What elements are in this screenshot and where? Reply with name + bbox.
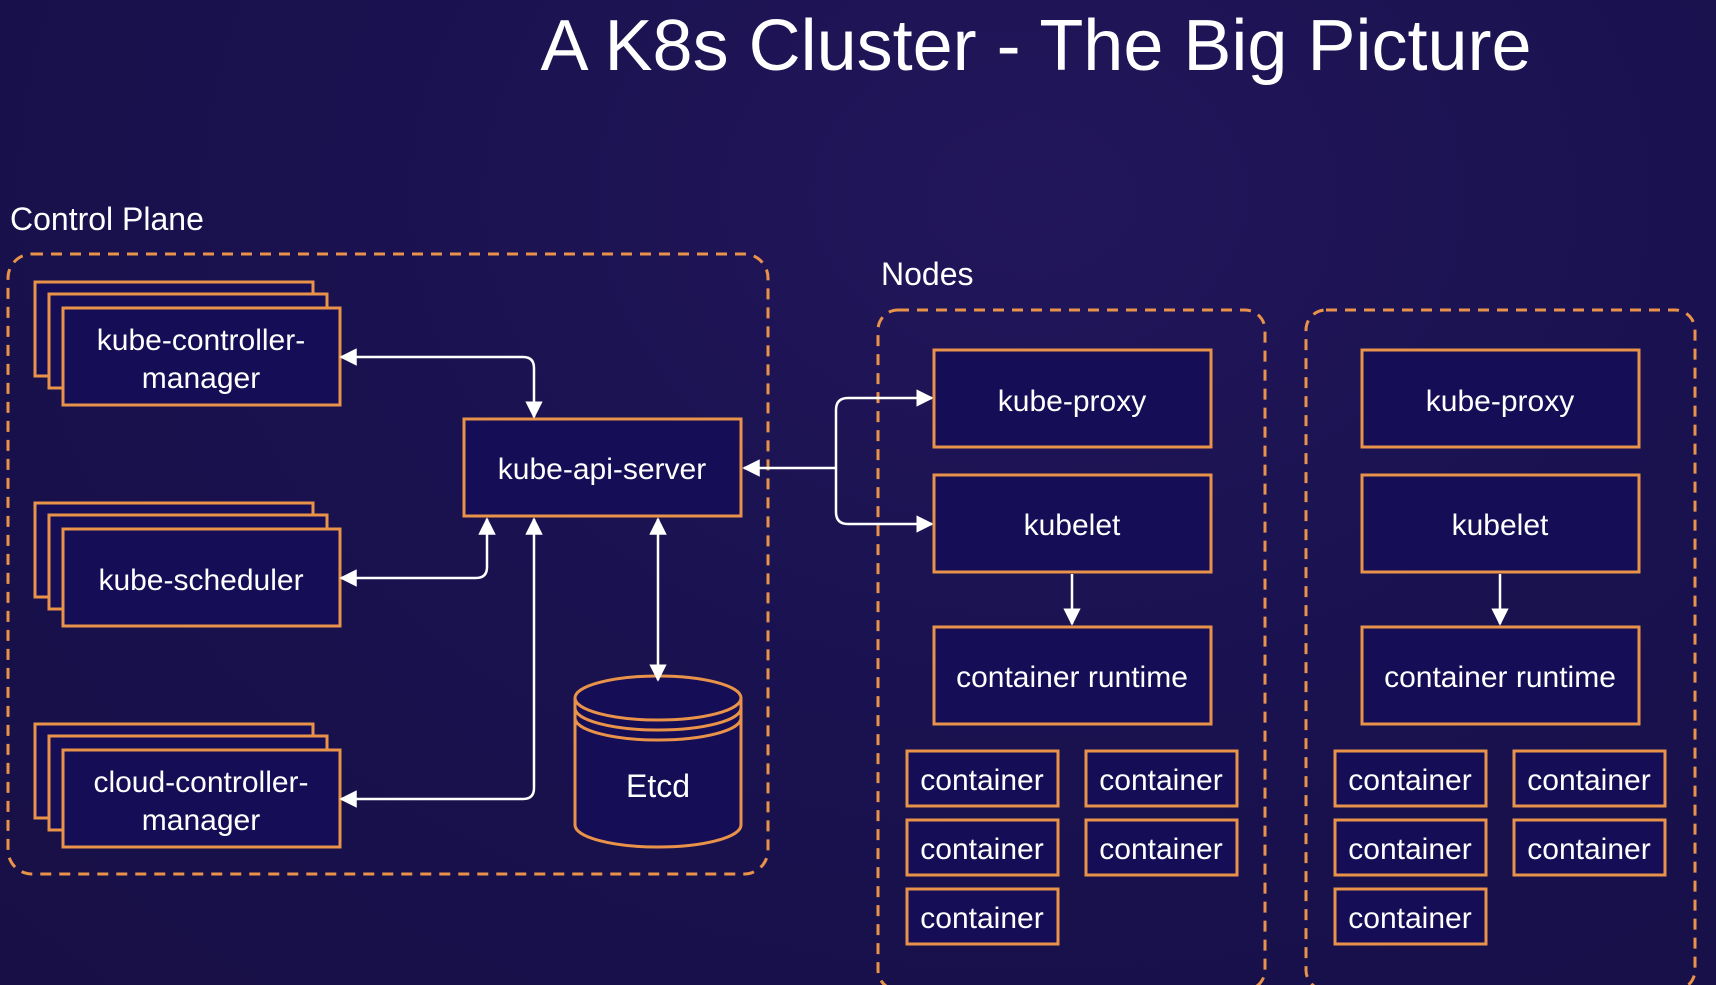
- nodes-label: Nodes: [881, 256, 974, 292]
- node-2-kubelet-label: kubelet: [1452, 509, 1549, 542]
- node-1-kube-proxy-label: kube-proxy: [998, 385, 1146, 418]
- kube-controller-manager-label-line1: kube-controller-: [97, 324, 305, 357]
- node-1-kubelet-box[interactable]: kubelet: [932, 473, 1213, 574]
- node-2-container-3[interactable]: container: [1333, 818, 1488, 877]
- kube-api-server-box[interactable]: kube-api-server: [462, 417, 743, 518]
- node-1-container-2-label: container: [1099, 764, 1222, 797]
- cloud-controller-manager-box[interactable]: cloud-controller- manager: [33, 722, 342, 849]
- node-1-container-2[interactable]: container: [1084, 749, 1239, 808]
- node-2-container-2[interactable]: container: [1512, 749, 1667, 808]
- node-region-2: [1304, 308, 1697, 985]
- node-2-kube-proxy-box[interactable]: kube-proxy: [1360, 348, 1641, 449]
- kube-scheduler-box[interactable]: kube-scheduler: [33, 501, 342, 628]
- node-2-container-5-label: container: [1348, 902, 1471, 935]
- api-to-node-arrows: [742, 389, 934, 533]
- node-2-container-3-label: container: [1348, 833, 1471, 866]
- control-plane-arrows: [339, 348, 667, 808]
- node-2-container-1-label: container: [1348, 764, 1471, 797]
- node-2-kube-proxy-label: kube-proxy: [1426, 385, 1574, 418]
- node-1-container-1-label: container: [920, 764, 1043, 797]
- arrow-scheduler-api: [339, 517, 496, 587]
- node-2-container-runtime-box[interactable]: container runtime: [1360, 625, 1641, 726]
- node-1-container-5[interactable]: container: [905, 887, 1060, 946]
- node-1-container-5-label: container: [920, 902, 1043, 935]
- node-region-1: [876, 308, 1267, 985]
- kube-controller-manager-label-line2: manager: [142, 362, 260, 395]
- page-title: A K8s Cluster - The Big Picture: [540, 6, 1531, 86]
- arrow-node-kubelet: [834, 468, 934, 533]
- cloud-controller-manager-label-line1: cloud-controller-: [93, 766, 308, 799]
- control-plane-region: [6, 252, 770, 876]
- node-1-container-4[interactable]: container: [1084, 818, 1239, 877]
- arrow-node-kube-proxy: [834, 389, 934, 468]
- cloud-controller-manager-label-line2: manager: [142, 804, 260, 837]
- node-2-container-1[interactable]: container: [1333, 749, 1488, 808]
- node-1-container-4-label: container: [1099, 833, 1222, 866]
- node-1-container-runtime-box[interactable]: container runtime: [932, 625, 1213, 726]
- node-1-kubelet-label: kubelet: [1024, 509, 1121, 542]
- node-1-container-3-label: container: [920, 833, 1043, 866]
- node-1: kube-proxy kubelet container runtime con…: [905, 348, 1239, 946]
- node-2-kubelet-box[interactable]: kubelet: [1360, 473, 1641, 574]
- kube-api-server-label: kube-api-server: [498, 453, 706, 486]
- node-1-kube-proxy-box[interactable]: kube-proxy: [932, 348, 1213, 449]
- node-2-container-4[interactable]: container: [1512, 818, 1667, 877]
- etcd-database[interactable]: Etcd: [573, 674, 743, 849]
- node-1-container-runtime-label: container runtime: [956, 661, 1188, 694]
- node-2-container-2-label: container: [1527, 764, 1650, 797]
- node-1-container-1[interactable]: container: [905, 749, 1060, 808]
- node-2-container-4-label: container: [1527, 833, 1650, 866]
- node-2-container-runtime-label: container runtime: [1384, 661, 1616, 694]
- arrow-cloud-controller-api: [339, 517, 543, 808]
- node-2: kube-proxy kubelet container runtime con…: [1333, 348, 1667, 946]
- control-plane-label: Control Plane: [10, 201, 204, 237]
- node-2-container-5[interactable]: container: [1333, 887, 1488, 946]
- arrow-controller-manager-api: [339, 348, 543, 419]
- node-1-container-3[interactable]: container: [905, 818, 1060, 877]
- etcd-label: Etcd: [626, 768, 690, 804]
- kube-scheduler-label: kube-scheduler: [98, 564, 303, 597]
- kube-controller-manager-box[interactable]: kube-controller- manager: [33, 280, 342, 407]
